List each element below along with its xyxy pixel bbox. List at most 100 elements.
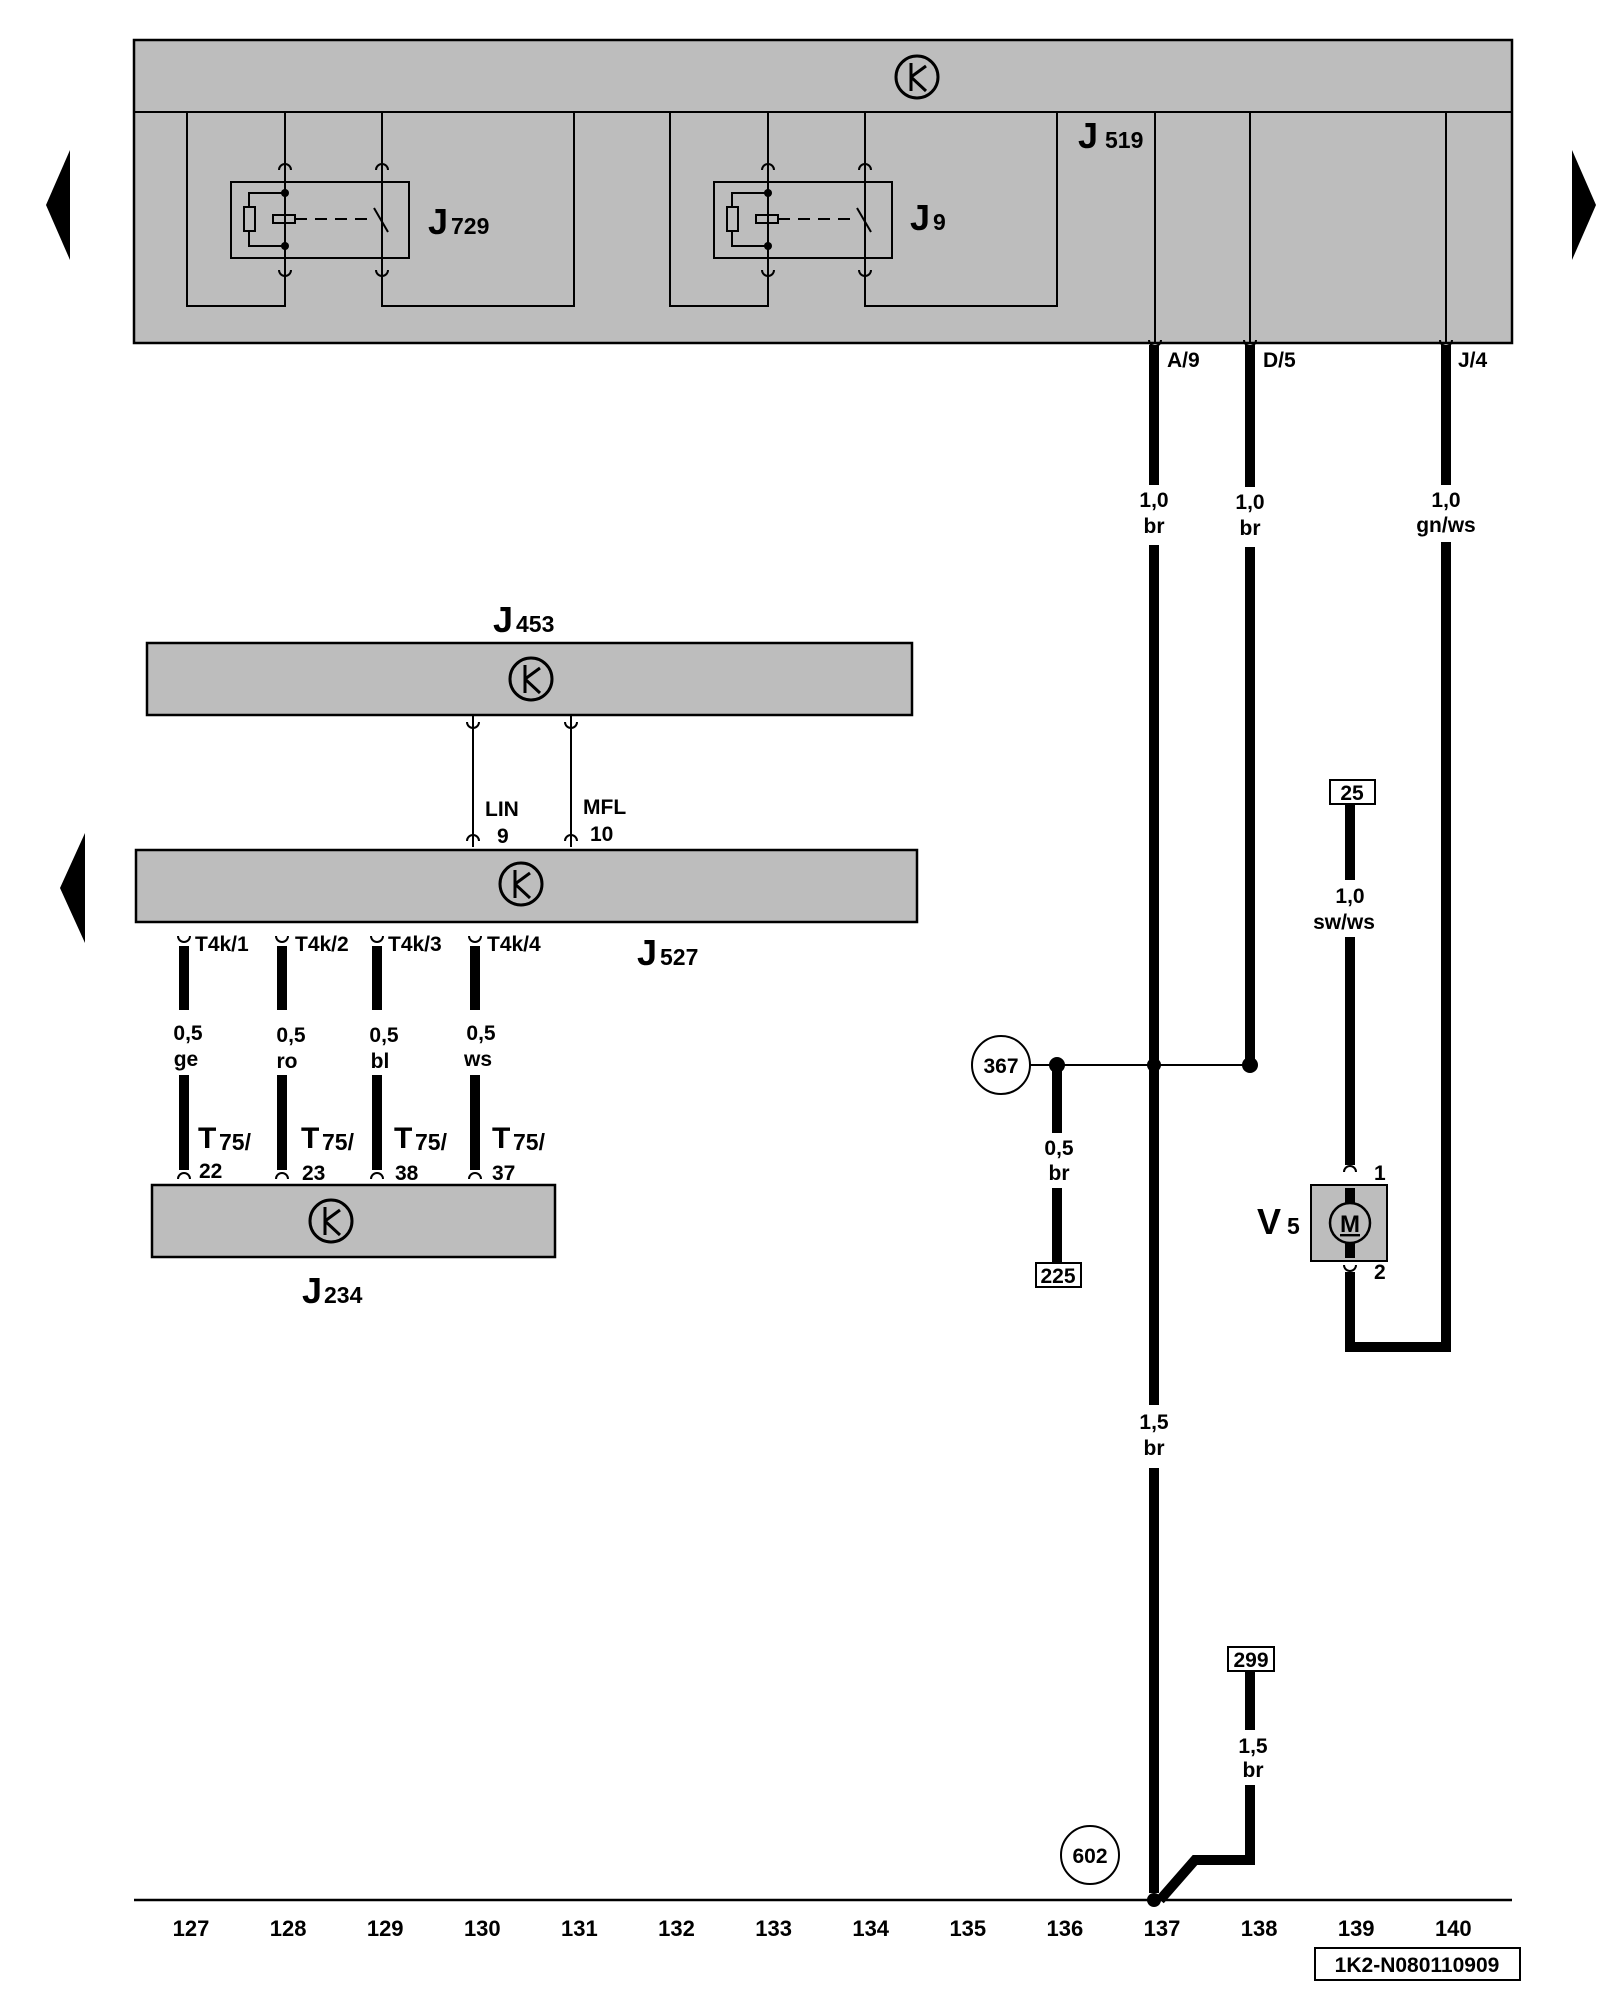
t75-37-label: T 75/ 37 [492, 1122, 546, 1185]
control-unit-icon [894, 54, 940, 100]
connection-367[interactable]: 367 [971, 1035, 1031, 1095]
column-numbers: 127 128 129 130 131 132 133 134 135 136 137 138 139 1… [173, 1916, 1472, 1941]
wire-t3-size: 0,5 [369, 1024, 399, 1047]
j527-module [134, 848, 919, 924]
wire-d5-size: 1,0 [1235, 491, 1264, 514]
svg-text:75/: 75/ [322, 1129, 355, 1155]
j9-number: 9 [933, 209, 946, 235]
svg-text:T: T [394, 1122, 412, 1155]
svg-text:75/: 75/ [513, 1129, 546, 1155]
wire-t1-color: ge [174, 1048, 199, 1071]
svg-text:75/: 75/ [415, 1129, 448, 1155]
j9-letter: J [910, 197, 930, 238]
pin-t4k1: T4k/1 [195, 933, 249, 956]
svg-text:23: 23 [302, 1162, 325, 1185]
nav-left-arrow-top[interactable] [46, 150, 70, 260]
wire-25-color: sw/ws [1313, 911, 1375, 934]
wire-367-size: 0,5 [1044, 1137, 1074, 1160]
column-number: 128 [270, 1916, 307, 1941]
wire-j4-size: 1,0 [1431, 489, 1460, 512]
column-number: 136 [1047, 1916, 1084, 1941]
wire-j4-color: gn/ws [1416, 514, 1476, 537]
v5-pin2: 2 [1374, 1261, 1386, 1284]
motor-symbol: M [1340, 1211, 1360, 1238]
v5-pin1: 1 [1374, 1162, 1386, 1185]
nav-right-arrow[interactable] [1572, 150, 1596, 260]
svg-text:38: 38 [395, 1162, 419, 1185]
j234-letter: J [302, 1270, 322, 1311]
pin-j4: J/4 [1458, 349, 1488, 372]
wire-299-color: br [1243, 1759, 1264, 1782]
j519-number: 519 [1105, 127, 1143, 153]
svg-text:T: T [301, 1122, 319, 1155]
nav-left-arrow-mid[interactable] [60, 833, 85, 943]
j453-module [145, 641, 914, 717]
connection-602[interactable]: 602 [1060, 1825, 1120, 1885]
svg-text:T: T [492, 1122, 510, 1155]
lin-label: LIN [485, 798, 519, 821]
wire-367-color: br [1049, 1162, 1070, 1185]
column-number: 129 [367, 1916, 404, 1941]
j729-letter: J [428, 201, 448, 242]
svg-text:22: 22 [199, 1160, 222, 1183]
wire-t1-size: 0,5 [173, 1022, 203, 1045]
t75-23-label: T 75/ 23 [301, 1122, 355, 1185]
column-number: 138 [1241, 1916, 1278, 1941]
wire-a9-color: br [1144, 515, 1165, 538]
footer-code: 1K2-N080110909 [1335, 1954, 1500, 1977]
column-number: 133 [755, 1916, 792, 1941]
wire-t4-size: 0,5 [466, 1022, 496, 1045]
column-number: 137 [1144, 1916, 1181, 1941]
wire-t2-color: ro [277, 1050, 298, 1073]
t75-22-label: T 75/ 22 [198, 1122, 252, 1183]
mfl-num: 10 [590, 823, 613, 846]
svg-text:75/: 75/ [219, 1129, 252, 1155]
column-number: 131 [561, 1916, 598, 1941]
wire-a9-size: 1,0 [1139, 489, 1168, 512]
ref-box-299[interactable]: 299 [1227, 1646, 1275, 1672]
pin-t4k3: T4k/3 [388, 933, 442, 956]
wire-t2-size: 0,5 [276, 1024, 306, 1047]
column-number: 140 [1435, 1916, 1472, 1941]
wire-main-color: br [1144, 1437, 1165, 1460]
wire-25-size: 1,0 [1335, 885, 1364, 908]
pin-t4k4: T4k/4 [487, 933, 541, 956]
column-number: 139 [1338, 1916, 1375, 1941]
svg-text:225: 225 [1040, 1265, 1075, 1288]
j519-module: J 729 J 9 J 519 [132, 38, 1514, 345]
mfl-label: MFL [583, 796, 626, 819]
motor-v5: M [1310, 1184, 1388, 1262]
ref-box-225[interactable]: 225 [1035, 1262, 1082, 1288]
lin-num: 9 [497, 825, 509, 848]
column-number: 135 [949, 1916, 986, 1941]
column-number: 127 [173, 1916, 210, 1941]
j527-number: 527 [660, 944, 698, 970]
svg-text:299: 299 [1233, 1649, 1268, 1672]
v5-letter: V [1257, 1201, 1281, 1242]
pin-t4k2: T4k/2 [295, 933, 349, 956]
v5-number: 5 [1287, 1213, 1300, 1239]
svg-text:37: 37 [492, 1162, 515, 1185]
wire-t3-color: bl [371, 1050, 390, 1073]
wire-d5-color: br [1240, 517, 1261, 540]
ref-box-25[interactable]: 25 [1329, 779, 1376, 805]
j234-module [150, 1183, 557, 1259]
j519-letter: J [1078, 115, 1098, 156]
column-number: 130 [464, 1916, 501, 1941]
pin-d5: D/5 [1263, 349, 1296, 372]
j234-number: 234 [324, 1282, 363, 1308]
column-number: 134 [852, 1916, 889, 1941]
wire-299-size: 1,5 [1238, 1735, 1268, 1758]
pin-a9: A/9 [1167, 349, 1200, 372]
svg-text:367: 367 [983, 1055, 1018, 1078]
svg-text:T: T [198, 1122, 216, 1155]
svg-text:25: 25 [1340, 782, 1364, 805]
j453-number: 453 [516, 611, 554, 637]
column-number: 132 [658, 1916, 695, 1941]
wire-main-size: 1,5 [1139, 1411, 1169, 1434]
t75-38-label: T 75/ 38 [394, 1122, 448, 1185]
footer-code-box: 1K2-N080110909 [1314, 1947, 1521, 1981]
svg-text:602: 602 [1072, 1845, 1107, 1868]
j729-number: 729 [451, 213, 489, 239]
